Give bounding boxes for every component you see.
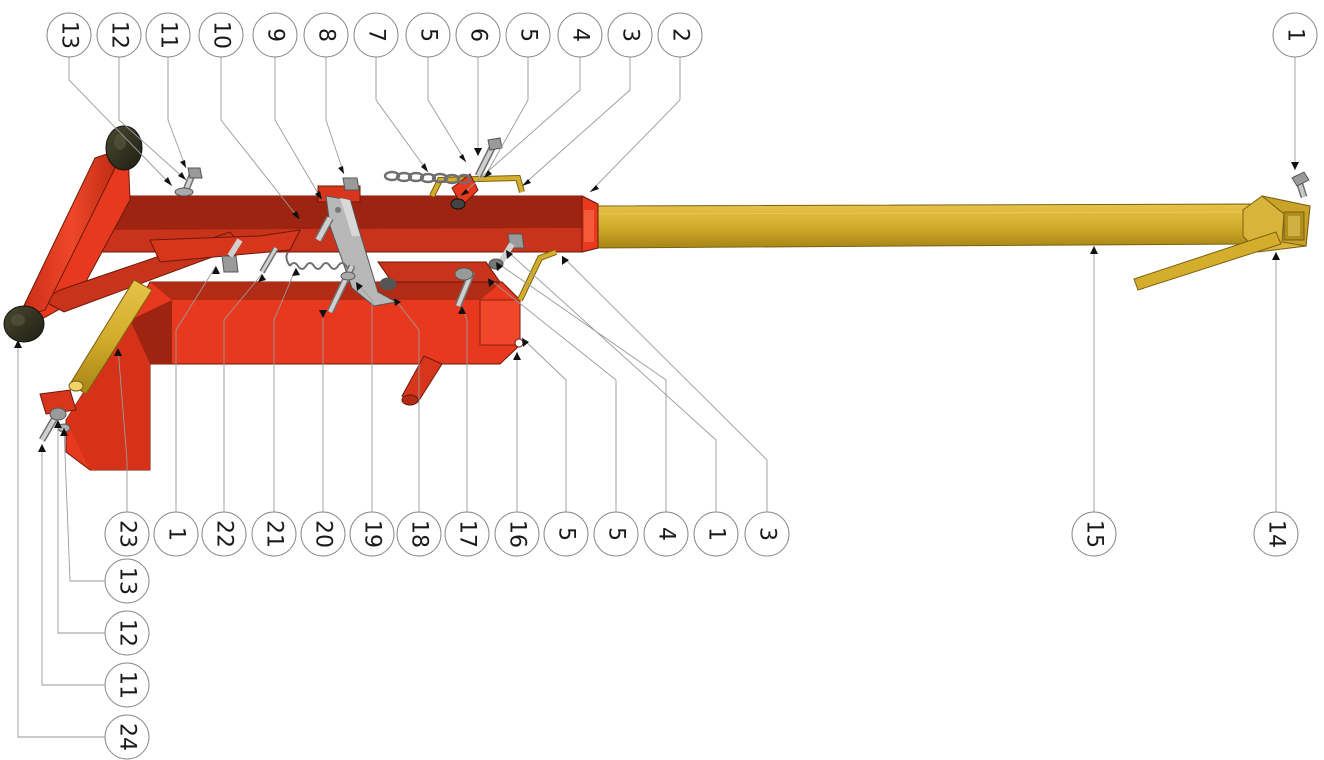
callout-label: 3 [618, 28, 643, 42]
callout-23: 23 [104, 511, 150, 557]
callout-8: 8 [303, 12, 349, 58]
callout-5: 5 [543, 511, 589, 557]
callout-label: 12 [107, 21, 132, 49]
callout-label: 1 [164, 527, 189, 541]
callout-label: 2 [668, 28, 693, 42]
callout-label: 19 [360, 520, 385, 548]
callout-24: 24 [104, 714, 150, 760]
callout-3: 3 [744, 511, 790, 557]
callout-label: 1 [1283, 28, 1308, 42]
chain-icon [383, 170, 472, 185]
machine-assembly [3, 125, 1311, 471]
callout-label: 8 [314, 28, 339, 42]
callout-label: 15 [1082, 520, 1107, 548]
handle-end-socket [1133, 195, 1311, 291]
callout-label: 3 [755, 527, 780, 541]
callout-label: 5 [416, 28, 441, 42]
handle-tube [584, 203, 1253, 249]
callout-11: 11 [145, 12, 191, 58]
collar-6 [450, 173, 479, 210]
callout-13: 13 [104, 558, 150, 604]
callout-label: 13 [57, 21, 82, 49]
callout-10: 10 [198, 12, 244, 58]
callout-label: 4 [654, 527, 679, 541]
rubber-end-cap-bottom [3, 305, 45, 343]
callout-15: 15 [1071, 511, 1117, 557]
callout-label: 13 [115, 567, 140, 595]
callout-12: 12 [104, 610, 150, 656]
callout-label: 5 [554, 527, 579, 541]
spring-icon [285, 251, 355, 270]
callout-label: 11 [156, 21, 181, 49]
callout-label: 24 [115, 723, 140, 751]
callouts: 13 12 11 10 9 8 7 5 6 5 4 3 2 1 23 1 22 … [46, 12, 1318, 760]
callout-label: 21 [262, 520, 287, 548]
callout-3: 3 [607, 12, 653, 58]
callout-9: 9 [252, 12, 298, 58]
callout-label: 23 [115, 520, 140, 548]
lower-u-frame [65, 281, 524, 471]
callout-label: 5 [604, 527, 629, 541]
callout-label: 16 [505, 520, 530, 548]
callout-17: 17 [444, 511, 490, 557]
callout-16: 16 [494, 511, 540, 557]
rubber-end-cap-top [105, 125, 143, 171]
arrowheads [14, 148, 1299, 452]
callout-label: 22 [212, 520, 237, 548]
callout-1: 1 [1272, 12, 1318, 58]
callout-2: 2 [657, 12, 703, 58]
callout-label: 12 [115, 619, 140, 647]
callout-1: 1 [153, 511, 199, 557]
callout-14: 14 [1253, 511, 1299, 557]
callout-7: 7 [353, 12, 399, 58]
bolt-icon [38, 137, 525, 442]
callout-1: 1 [693, 511, 739, 557]
pin-18 [401, 355, 443, 406]
bolt-icon [1291, 171, 1310, 199]
callout-12: 12 [96, 12, 142, 58]
callout-19: 19 [349, 511, 395, 557]
callout-4: 4 [643, 511, 689, 557]
callout-5: 5 [405, 12, 451, 58]
callout-label: 1 [704, 527, 729, 541]
callout-21: 21 [251, 511, 297, 557]
callout-label: 4 [568, 28, 593, 42]
lever-plate [325, 195, 398, 307]
callout-13: 13 [46, 12, 92, 58]
callout-22: 22 [201, 511, 247, 557]
callout-label: 7 [364, 28, 389, 42]
callout-label: 14 [1264, 520, 1289, 548]
callout-5: 5 [505, 12, 551, 58]
callout-20: 20 [300, 511, 346, 557]
callout-label: 17 [455, 520, 480, 548]
callout-label: 6 [466, 28, 491, 42]
callout-5: 5 [593, 511, 639, 557]
callout-6: 6 [455, 12, 501, 58]
callout-label: 5 [516, 28, 541, 42]
lower-yellow-tube [68, 279, 153, 395]
callout-11: 11 [104, 662, 150, 708]
callout-label: 9 [263, 28, 288, 42]
callout-label: 11 [115, 671, 140, 699]
callout-18: 18 [396, 511, 442, 557]
callout-label: 18 [407, 520, 432, 548]
callout-label: 10 [209, 21, 234, 49]
leader-lines [17, 56, 1296, 738]
callout-label: 20 [311, 520, 336, 548]
callout-4: 4 [557, 12, 603, 58]
